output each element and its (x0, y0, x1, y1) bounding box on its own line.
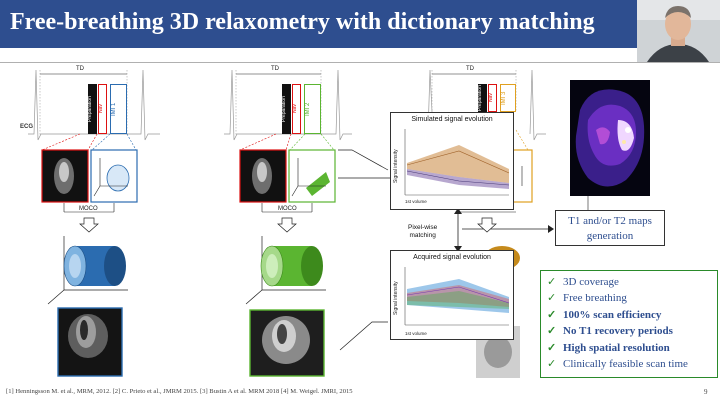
preparation-block-3: Preparation (477, 84, 487, 112)
simulated-x1: 1st volume (405, 199, 427, 204)
simulated-signal-plot (404, 129, 510, 196)
check-item-5: ✓Clinically feasible scan time (547, 356, 711, 372)
acquired-signal-panel: Acquired signal evolution Signal intensi… (390, 250, 514, 340)
checkmark-icon: ✓ (547, 325, 557, 338)
cardiac-t1-map-image (570, 80, 650, 196)
nav-block-3: Nav (488, 84, 497, 112)
td-label-3: TD (466, 66, 474, 72)
moco-label-2: MOCO (278, 206, 297, 212)
td-label-2: TD (271, 66, 279, 72)
preparation-block-2: Preparation (281, 84, 291, 134)
check-item-1: ✓Free breathing (547, 290, 711, 306)
header-divider (0, 62, 720, 63)
ecg-label: ECG (20, 124, 34, 130)
presenter-webcam (637, 0, 720, 62)
simulated-signal-title: Simulated signal evolution (411, 116, 493, 123)
acquired-signal-plot (404, 267, 510, 326)
ecg-trace-1 (28, 69, 160, 141)
slide-title: Free-breathing 3D relaxometry with dicti… (10, 9, 595, 35)
moco-label-1: MOCO (79, 206, 98, 212)
imaging-block-1: IMI 1 (110, 84, 127, 134)
nav-block-1: Nav (98, 84, 107, 134)
check-item-0: ✓3D coverage (547, 274, 711, 290)
page-number: 9 (704, 388, 708, 396)
references-footer: [1] Henningsson M. et al., MRM, 2012. [2… (6, 388, 353, 395)
maps-generation-box: T1 and/or T2 maps generation (555, 210, 665, 246)
check-item-3: ✓No T1 recovery periods (547, 323, 711, 339)
td-label-1: TD (76, 66, 84, 72)
acquired-signal-title: Acquired signal evolution (413, 254, 491, 261)
acquired-ylabel: Signal intensity (393, 281, 399, 315)
checkmark-icon: ✓ (547, 292, 557, 305)
checkmark-icon: ✓ (547, 341, 557, 354)
imaging-block-3: IMI 3 (500, 84, 516, 112)
ecg-trace-3 (529, 69, 546, 141)
checkmark-icon: ✓ (547, 276, 557, 288)
title-bar: Free-breathing 3D relaxometry with dicti… (0, 0, 720, 48)
checkmark-icon: ✓ (547, 308, 557, 321)
pixelwise-matching-label: Pixel-wise matching (408, 224, 438, 239)
acquired-x1: 1st volume (405, 331, 427, 336)
imaging-block-2: IMI 2 (304, 84, 321, 134)
advantages-checklist: ✓3D coverage ✓Free breathing ✓100% scan … (540, 270, 718, 378)
check-item-2: ✓100% scan efficiency (547, 307, 711, 323)
simulated-ylabel: Signal intensity (393, 149, 399, 183)
ecg-trace-2 (224, 69, 352, 141)
checkmark-icon: ✓ (547, 358, 557, 371)
preparation-block-1: Preparation (87, 84, 97, 134)
simulated-signal-panel: Simulated signal evolution Signal intens… (390, 112, 514, 210)
check-item-4: ✓High spatial resolution (547, 340, 711, 356)
nav-block-2: Nav (292, 84, 301, 134)
